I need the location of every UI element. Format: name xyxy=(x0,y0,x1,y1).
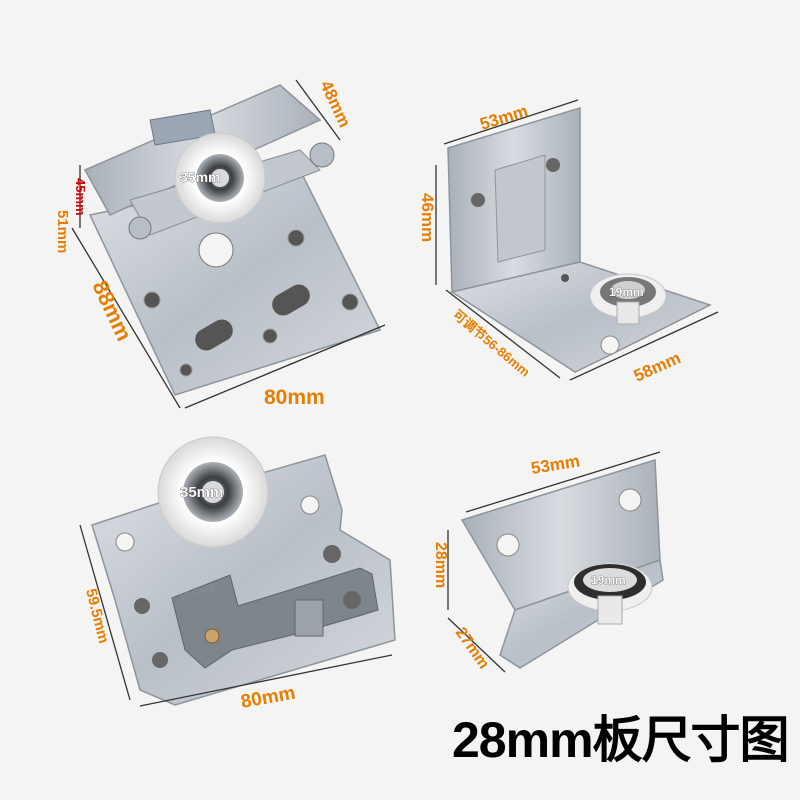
top-left-tab-height-label: 51mm xyxy=(54,210,71,253)
bottom-right-depth-label: 27mm xyxy=(452,625,492,673)
dimension-lines-bottom-right xyxy=(447,451,661,673)
caption-title: 28mm板尺寸图 xyxy=(452,712,790,768)
bottom-left-height-label: 59.5mm xyxy=(82,587,112,645)
bracket-bottom-right xyxy=(460,458,664,669)
bracket-bottom-left: LT SAFE xyxy=(91,436,396,706)
bottom-left-width-label: 80mm xyxy=(239,683,297,713)
dimension-lines-top-left xyxy=(71,79,386,409)
top-left-wheel-label: 35mm xyxy=(180,169,220,185)
dimension-lines-bottom-left xyxy=(79,524,393,707)
top-right-depth-label: 58mm xyxy=(631,348,684,385)
bottom-right-width-label: 53mm xyxy=(530,451,582,477)
top-right-wheel-label: 19mm xyxy=(609,285,644,299)
top-left-width-label: 80mm xyxy=(264,386,325,409)
bottom-right-height-label: 28mm xyxy=(432,542,449,588)
bottom-right-wheel-label: 19mm xyxy=(591,573,626,587)
top-left-depth-label: 48mm xyxy=(316,78,354,131)
top-left-tab-inner-label: 45mm xyxy=(73,178,88,216)
bracket-top-right xyxy=(447,106,712,373)
dimension-lines-top-right xyxy=(435,99,719,381)
bottom-left-wheel-label: 35mm xyxy=(180,484,223,501)
top-right-height-label: 46mm xyxy=(418,193,437,242)
bracket-top-left xyxy=(83,84,382,396)
